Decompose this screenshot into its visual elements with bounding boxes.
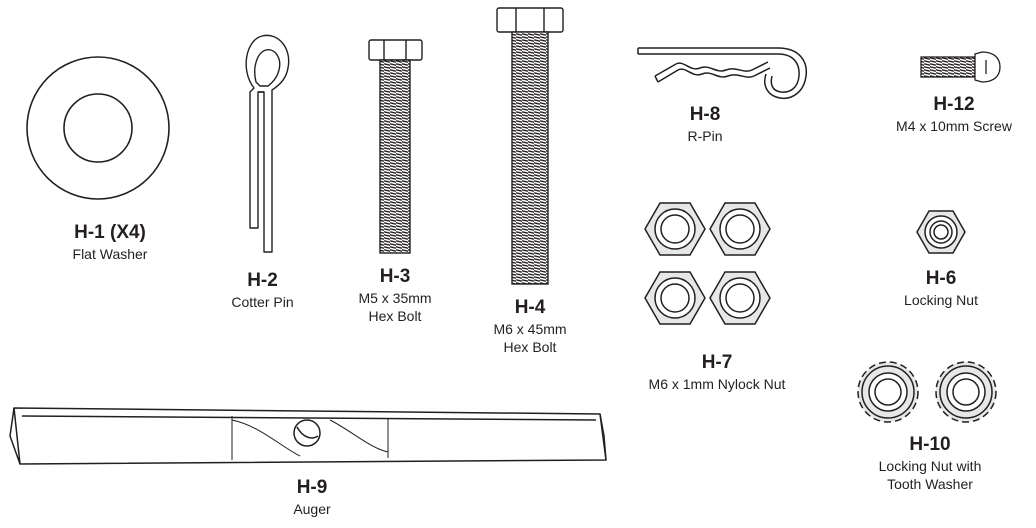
part-desc: Auger xyxy=(293,500,331,517)
part-desc: Cotter Pin xyxy=(231,293,294,310)
part-code: H-6 xyxy=(925,268,957,289)
part-code: H-7 xyxy=(701,352,733,373)
auger-icon xyxy=(9,407,607,465)
nylock-nut-icon xyxy=(644,202,771,325)
hex-bolt-icon xyxy=(368,39,423,254)
part-code: H-10 xyxy=(909,434,951,455)
label-h2: H-2 Cotter Pin xyxy=(200,270,325,310)
r-pin-icon xyxy=(637,47,808,100)
flat-washer-icon xyxy=(26,56,170,200)
label-h12: H-12 M4 x 10mm Screw xyxy=(876,94,1032,134)
tooth-washer-nut-icon xyxy=(857,361,997,423)
label-h8: H-8 R-Pin xyxy=(655,104,755,144)
part-desc: M6 x 45mm xyxy=(493,320,567,337)
hex-bolt-icon xyxy=(496,7,564,285)
part-desc: Locking Nut with xyxy=(878,457,982,474)
label-h7: H-7 M6 x 1mm Nylock Nut xyxy=(622,352,812,392)
part-desc: M6 x 1mm Nylock Nut xyxy=(648,375,786,392)
part-code: H-4 xyxy=(514,297,546,318)
label-h4: H-4 M6 x 45mm Hex Bolt xyxy=(465,297,595,355)
part-desc: M5 x 35mm xyxy=(358,289,432,306)
part-code: H-3 xyxy=(379,266,411,287)
part-desc: M4 x 10mm Screw xyxy=(896,117,1012,134)
label-h9: H-9 Auger xyxy=(262,477,362,517)
part-code: H-9 xyxy=(296,477,328,498)
label-h10: H-10 Locking Nut with Tooth Washer xyxy=(858,434,1002,492)
part-desc: Flat Washer xyxy=(72,245,148,262)
locking-nut-icon xyxy=(916,210,966,254)
label-h1: H-1 (X4) Flat Washer xyxy=(30,222,190,262)
label-h6: H-6 Locking Nut xyxy=(880,268,1002,308)
part-desc: Tooth Washer xyxy=(887,475,973,492)
part-desc: Hex Bolt xyxy=(503,338,557,355)
label-h3: H-3 M5 x 35mm Hex Bolt xyxy=(330,266,460,324)
part-desc: Locking Nut xyxy=(904,291,978,308)
part-desc: R-Pin xyxy=(687,127,723,144)
part-code: H-2 xyxy=(247,270,278,291)
part-code: H-8 xyxy=(689,104,721,125)
part-code: H-1 (X4) xyxy=(74,222,146,243)
part-desc: Hex Bolt xyxy=(368,307,422,324)
cotter-pin-icon xyxy=(245,34,290,253)
part-code: H-12 xyxy=(933,94,975,115)
screw-icon xyxy=(920,51,1001,83)
